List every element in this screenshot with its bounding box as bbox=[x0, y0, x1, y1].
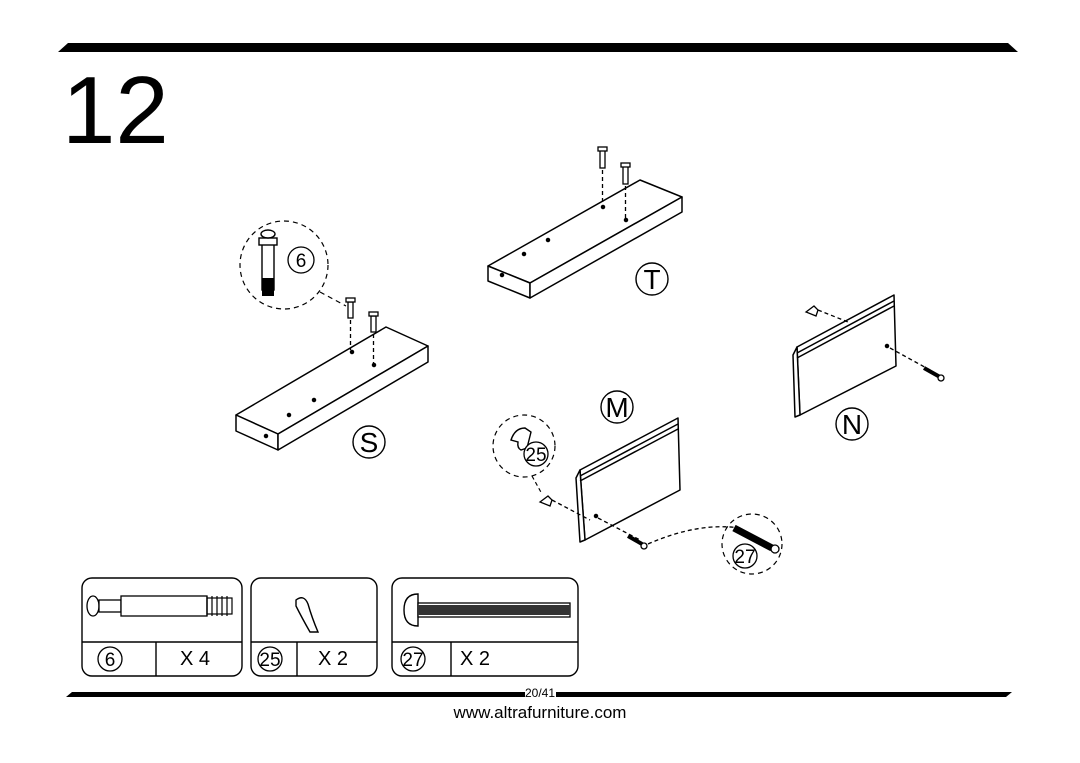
label-circle-m bbox=[600, 390, 634, 424]
label-circle-s bbox=[352, 425, 386, 459]
hardware-qty-6: X 4 bbox=[180, 648, 210, 670]
hardware-id-25: 25 bbox=[259, 650, 280, 671]
label-circle-n bbox=[835, 407, 869, 441]
clip-m bbox=[538, 495, 591, 521]
screw-m bbox=[597, 517, 741, 550]
step-number: 12 bbox=[62, 57, 169, 164]
header-bar bbox=[58, 43, 1018, 52]
hardware-qty-25: X 2 bbox=[318, 648, 348, 670]
footer-bar-left bbox=[66, 692, 525, 697]
hardware-qty-27: X 2 bbox=[460, 648, 490, 670]
callout-cam-bolt: 6 bbox=[239, 220, 347, 310]
panel-t bbox=[487, 179, 683, 299]
hardware-id-6: 6 bbox=[105, 650, 116, 671]
hardware-id-27: 27 bbox=[402, 650, 423, 671]
part-label-n: N bbox=[842, 409, 862, 440]
part-label-t: T bbox=[643, 264, 660, 295]
hardware-box-6: 6 X 4 bbox=[81, 577, 243, 677]
svg-text:27: 27 bbox=[734, 547, 755, 568]
callout-screw: 27 bbox=[721, 513, 783, 575]
panel-n bbox=[792, 294, 897, 418]
part-label-m: M bbox=[605, 392, 628, 423]
hardware-box-27: 27 X 2 bbox=[391, 577, 579, 677]
panel-m bbox=[575, 417, 681, 543]
svg-text:6: 6 bbox=[296, 251, 307, 272]
part-label-s: S bbox=[360, 427, 379, 458]
callout-clip: 25 bbox=[492, 414, 556, 495]
cam-bolts-t bbox=[597, 146, 631, 218]
website-url: www.altrafurniture.com bbox=[453, 703, 627, 722]
hardware-n bbox=[804, 305, 945, 382]
cam-bolts-s bbox=[345, 297, 379, 363]
hardware-box-25: 25 X 2 bbox=[250, 577, 378, 677]
page-number: 20/41 bbox=[525, 686, 555, 700]
label-circle-t bbox=[635, 262, 669, 296]
footer-bar-right bbox=[556, 692, 1012, 697]
panel-s bbox=[235, 326, 429, 451]
svg-text:25: 25 bbox=[525, 445, 546, 466]
